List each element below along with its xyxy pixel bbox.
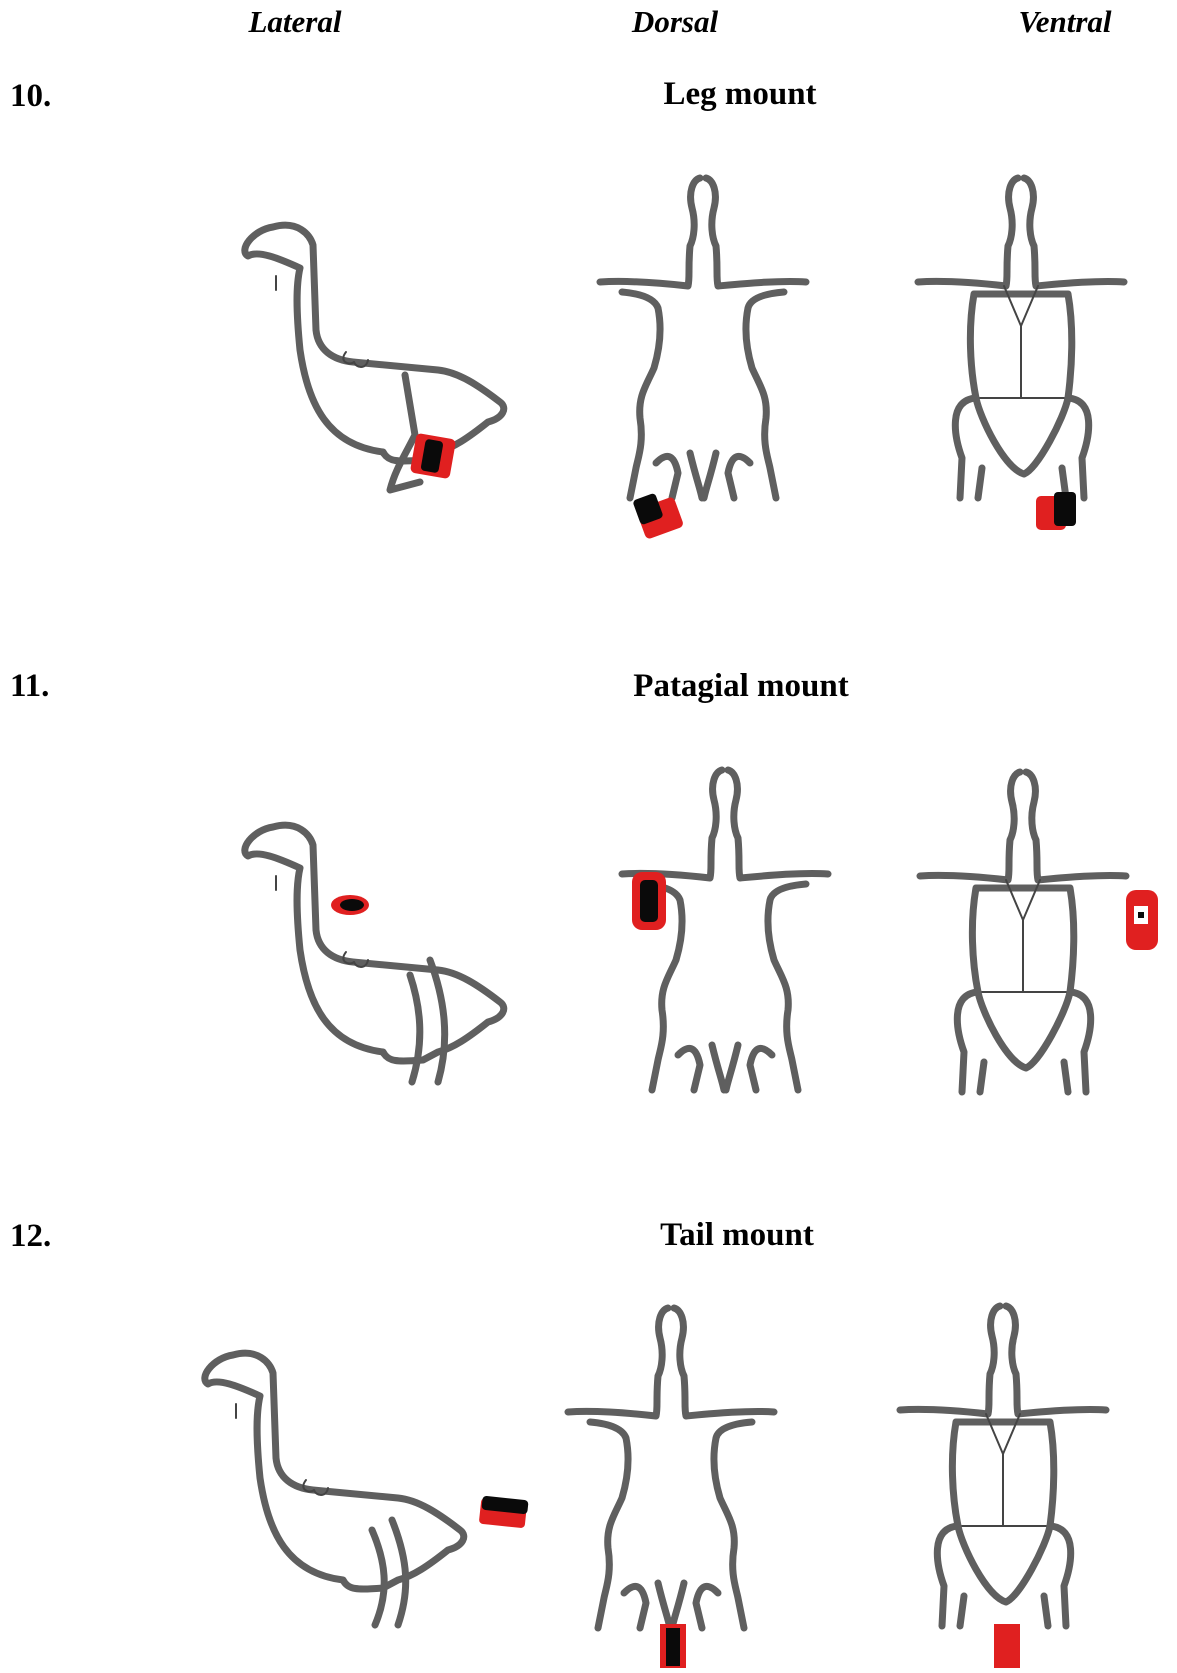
dorsal-bird-outline: [600, 178, 806, 498]
tail-tag-ventral: [994, 1624, 1020, 1668]
tail-tag-dorsal: [660, 1624, 686, 1668]
dorsal-bird-outline: [568, 1308, 774, 1628]
patagial-tag-lateral: [331, 895, 369, 915]
lateral-leg-outline: [372, 1520, 406, 1625]
patagial-tag-dorsal: [632, 872, 666, 930]
ventral-bird-outline: [920, 772, 1126, 1092]
patagial-tag-ventral: [1126, 890, 1158, 950]
leg-tag-ventral: [1036, 492, 1076, 530]
ventral-bird-outline: [900, 1306, 1106, 1626]
tail-tag-lateral: [479, 1496, 529, 1529]
lateral-bird-outline: [245, 225, 504, 461]
lateral-bird-outline: [205, 1353, 464, 1589]
lateral-bird-outline: [245, 825, 504, 1061]
lateral-leg-outline: [410, 960, 445, 1082]
leg-tag-lateral: [410, 433, 456, 479]
ventral-bird-outline: [918, 178, 1124, 498]
leg-tag-dorsal: [632, 493, 684, 540]
